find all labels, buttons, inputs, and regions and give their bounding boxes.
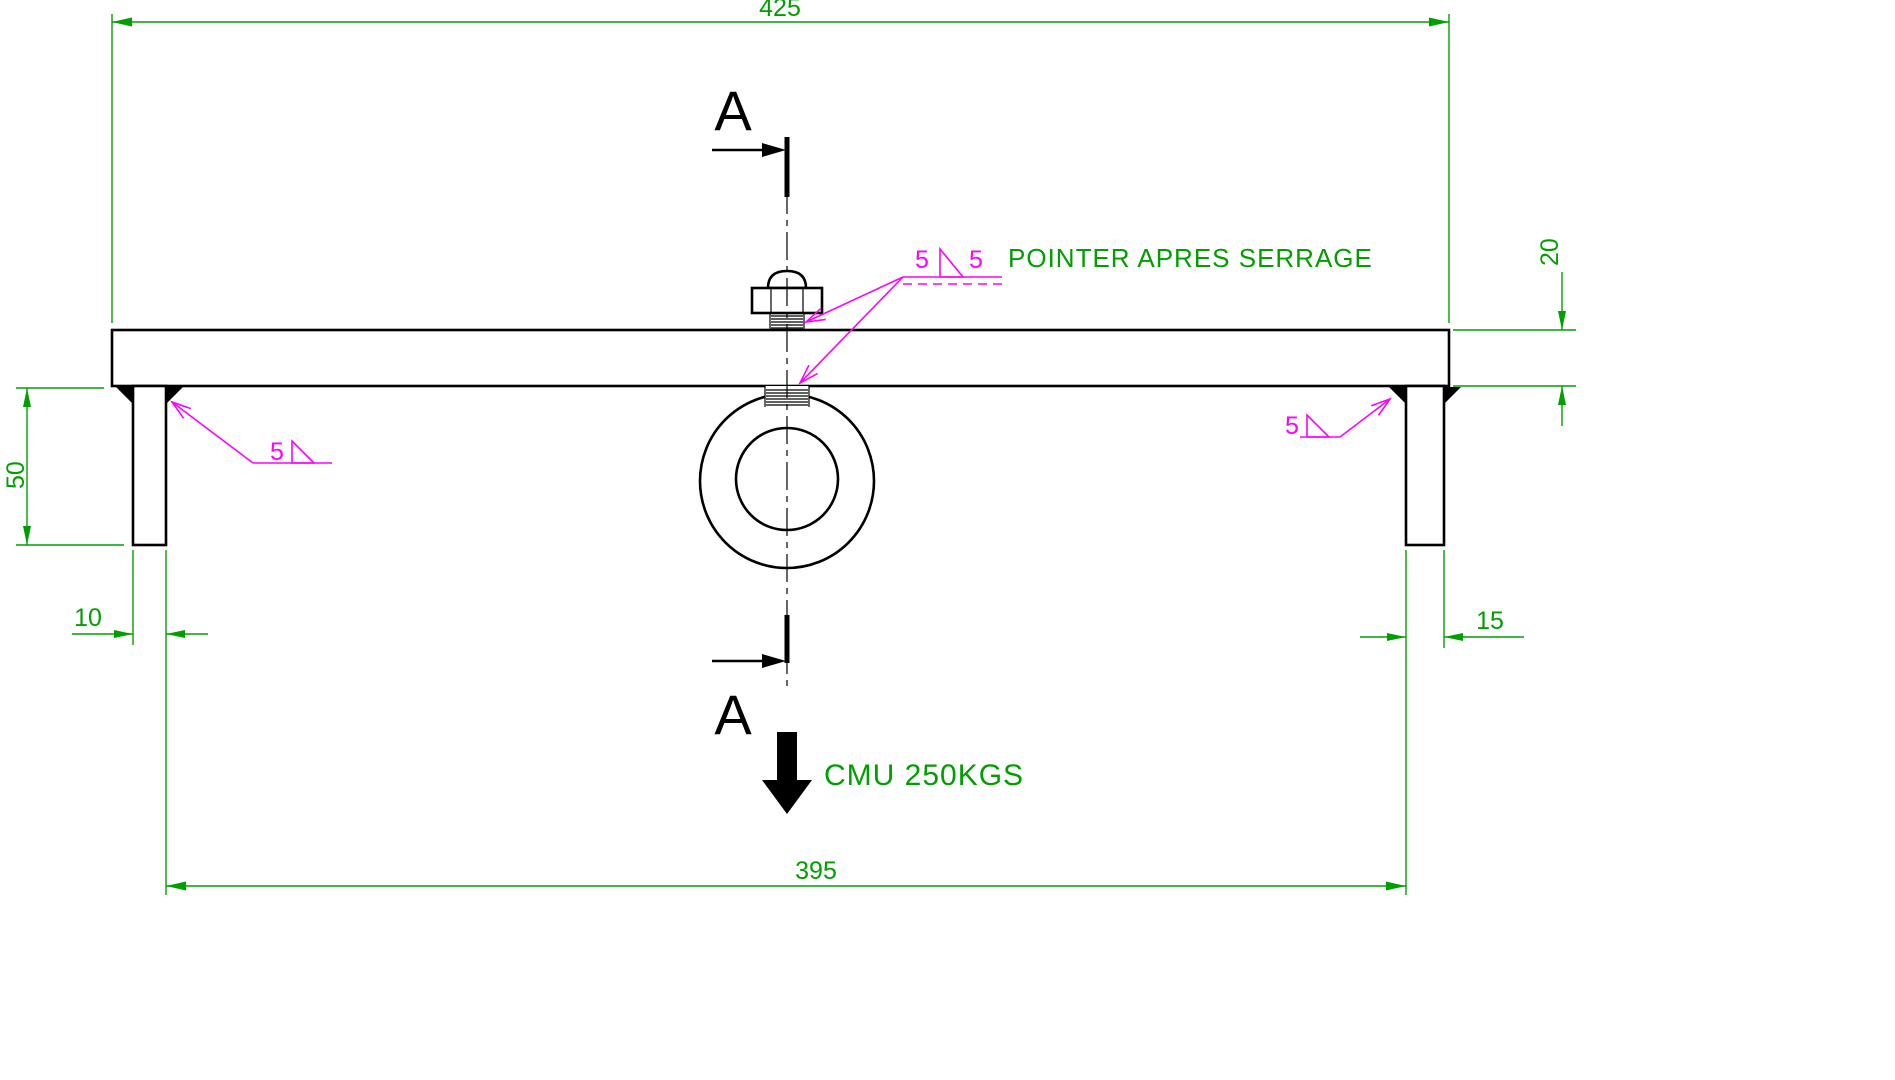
weld-symbol-right: 5 [1285, 399, 1390, 440]
section-mark-top: A [712, 79, 790, 197]
load-arrow-head [762, 780, 812, 814]
weld-leader-to-shank [800, 276, 904, 383]
weld-leader-right [1339, 399, 1390, 438]
fillet-weld-triangle-left [291, 439, 316, 464]
dim-right-leg-text: 15 [1476, 607, 1504, 635]
dim-plate-thickness-text: 20 [1536, 238, 1564, 266]
dim-leg-height-text: 50 [2, 461, 30, 489]
weld-fillet-right-inner [1389, 387, 1406, 404]
weld-symbol-left: 5 [172, 402, 332, 466]
fillet-weld-triangle-right [1306, 413, 1331, 438]
part-geometry [110, 269, 1461, 570]
dimension-plate-thickness: 20 [1453, 238, 1576, 426]
section-label-top: A [714, 79, 752, 142]
weld-leader-to-nut [806, 276, 904, 322]
load-arrow-shaft [777, 732, 797, 780]
section-mark-bottom: A [712, 615, 790, 746]
load-annotation: CMU 250KGS [762, 732, 1024, 814]
right-leg [1404, 384, 1446, 547]
weld-size-left: 5 [270, 438, 284, 466]
dim-left-leg-text: 10 [74, 604, 102, 632]
dimension-right-leg-thickness: 15 [1360, 550, 1524, 895]
left-leg [131, 384, 168, 547]
dimension-inner-span: 395 [166, 857, 1406, 891]
load-rating-label: CMU 250KGS [824, 759, 1024, 792]
dim-overall-width-text: 425 [759, 0, 801, 22]
section-label-bottom: A [714, 683, 752, 746]
fillet-weld-triangle-top [939, 246, 965, 278]
weld-leader-left [172, 402, 254, 464]
weld-size-top-right: 5 [969, 246, 983, 274]
weld-size-top-left: 5 [915, 246, 929, 274]
beam-plate [110, 328, 1451, 388]
weld-fillet-left-inner [166, 387, 183, 404]
weld-fillet-right-outer [1444, 387, 1461, 404]
dim-inner-span-text: 395 [795, 857, 837, 885]
weld-size-right: 5 [1285, 412, 1299, 440]
dimension-overall-width: 425 [111, 0, 1450, 323]
weld-symbol-top: 5 5 [800, 246, 1002, 383]
weld-fillet-left-outer [116, 387, 133, 404]
weld-note-text: POINTER APRES SERRAGE [1008, 243, 1373, 273]
dimension-left-leg-thickness: 10 [72, 550, 208, 895]
dimension-leg-height: 50 [2, 387, 124, 546]
